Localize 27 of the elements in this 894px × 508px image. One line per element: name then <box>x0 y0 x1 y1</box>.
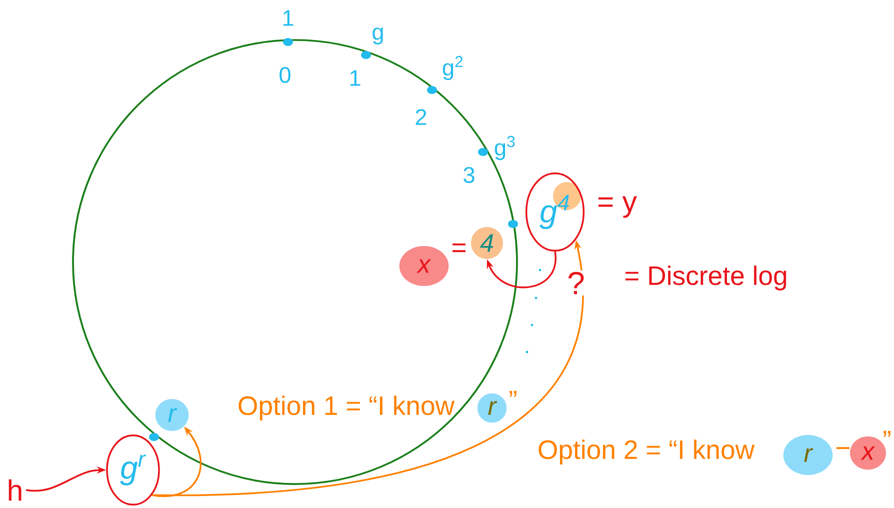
label-text: 1 <box>350 70 360 86</box>
variable-text: h <box>8 479 22 501</box>
equation-text: = y <box>598 196 637 218</box>
highlight-blob: r <box>155 399 189 431</box>
highlight-blob: 4 <box>471 227 503 259</box>
highlight-blob: r <box>477 393 507 423</box>
label-text: Option 2 = “I know <box>538 440 755 464</box>
label-text: g <box>372 28 383 44</box>
label-text: 1 <box>283 10 294 26</box>
circled-term: g$^{r}$ <box>106 434 160 506</box>
label-text: ” <box>884 430 890 437</box>
edge-label: ? <box>566 270 586 296</box>
circled-term: g$^{4}$ <box>525 172 585 252</box>
arrow <box>486 251 556 288</box>
highlight-blob: x <box>850 436 886 470</box>
label-text: = <box>452 243 466 252</box>
highlight-blob: r <box>783 435 833 475</box>
label-text: 2 <box>416 109 426 125</box>
label-text: = Discrete log <box>625 266 786 290</box>
label-text: 3 <box>464 166 474 184</box>
label-text: g$^{3}$ <box>494 136 515 160</box>
label-text: ” <box>510 390 516 397</box>
label-text: − <box>836 447 850 449</box>
label-text: Option 1 = “I know <box>238 396 455 420</box>
highlight-blob: x <box>399 246 449 286</box>
label-text: g$^{2}$ <box>442 56 463 80</box>
label-text: 0 <box>280 66 290 84</box>
